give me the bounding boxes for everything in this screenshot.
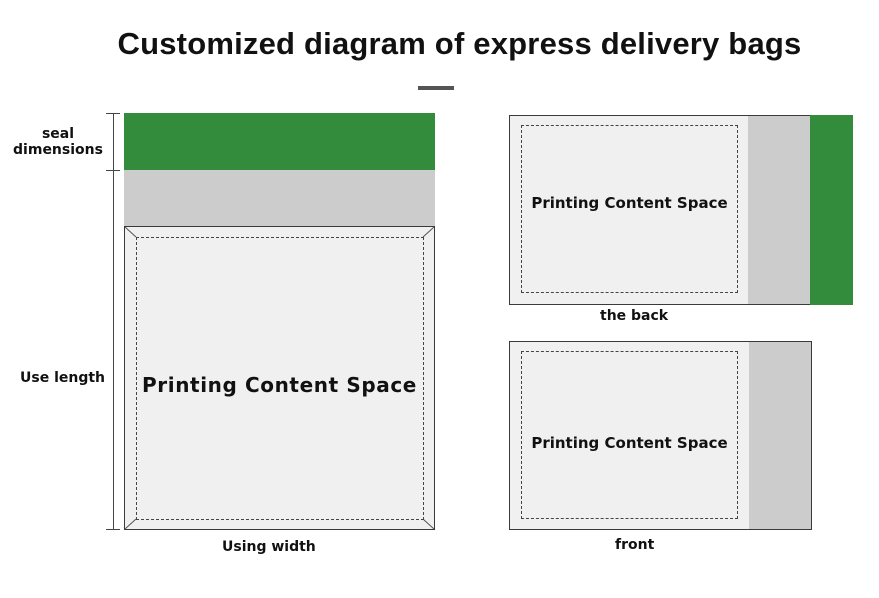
seal-dimensions-label: seal dimensions <box>10 126 106 158</box>
front-view-caption: front <box>615 537 655 553</box>
back-view-seal-strip <box>810 115 853 305</box>
back-view-flap <box>748 116 810 304</box>
dimension-line <box>113 113 114 530</box>
main-bag: Printing Content Space <box>124 113 435 530</box>
print-area-label: Printing Content Space <box>142 373 417 397</box>
back-view-caption: the back <box>600 308 669 324</box>
dimension-tick-bottom <box>106 529 120 530</box>
dimension-tick-seal <box>106 170 120 171</box>
bag-corner-lines <box>124 226 435 530</box>
use-length-label: Use length <box>20 370 106 386</box>
front-view-flap <box>749 342 811 529</box>
title-underline <box>418 86 454 90</box>
diagram-title: Customized diagram of express delivery b… <box>117 26 802 61</box>
bag-body: Printing Content Space <box>124 226 435 530</box>
back-view-print-label: Printing Content Space <box>531 194 728 212</box>
dimension-tick-top <box>106 113 120 114</box>
back-view: Printing Content Space <box>509 115 853 305</box>
seal-label-line2: dimensions <box>13 142 103 158</box>
back-view-print-area <box>521 125 738 293</box>
seal-strip <box>124 113 435 170</box>
print-area-border <box>136 237 424 520</box>
front-view-print-label: Printing Content Space <box>531 434 728 452</box>
seal-label-line1: seal <box>41 126 75 142</box>
using-width-label: Using width <box>222 539 316 555</box>
flap-area <box>124 170 435 226</box>
front-view: Printing Content Space <box>509 341 812 530</box>
front-view-print-area <box>521 351 738 519</box>
